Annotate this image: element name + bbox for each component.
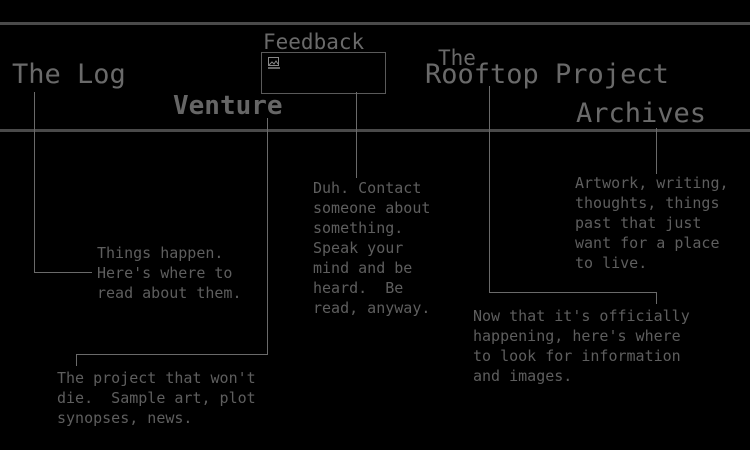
connector-venture-horizontal <box>76 354 268 355</box>
description-archives: Artwork, writing, thoughts, things past … <box>575 174 729 272</box>
broken-image-icon <box>268 57 280 69</box>
feedback-image[interactable] <box>261 52 386 94</box>
nav-link-archives[interactable]: Archives <box>576 98 707 129</box>
description-feedback: Duh. Contact someone about something. Sp… <box>313 179 431 317</box>
bottom-rule <box>0 129 750 132</box>
nav-link-venture[interactable]: Venture <box>173 91 283 121</box>
description-log: Things happen. Here's where to read abou… <box>97 244 242 302</box>
connector-log-vertical <box>34 92 35 273</box>
nav-link-rooftop-project[interactable]: Rooftop Project <box>425 59 669 90</box>
connector-rooftop-horizontal <box>489 292 657 293</box>
nav-link-rooftop-the[interactable]: The <box>438 46 476 70</box>
connector-venture-vertical <box>267 118 268 354</box>
connector-rooftop-tick <box>656 292 657 304</box>
connector-archives-vertical <box>656 128 657 174</box>
nav-link-feedback[interactable]: Feedback <box>263 30 365 54</box>
connector-log-horizontal <box>34 272 92 273</box>
description-rooftop: Now that it's officially happening, here… <box>473 307 690 385</box>
connector-venture-tick <box>76 354 77 366</box>
top-rule <box>0 22 750 25</box>
connector-rooftop-vertical <box>489 86 490 293</box>
connector-feedback-vertical <box>356 92 357 178</box>
nav-link-the-log[interactable]: The Log <box>12 59 126 90</box>
description-venture: The project that won't die. Sample art, … <box>57 369 256 427</box>
